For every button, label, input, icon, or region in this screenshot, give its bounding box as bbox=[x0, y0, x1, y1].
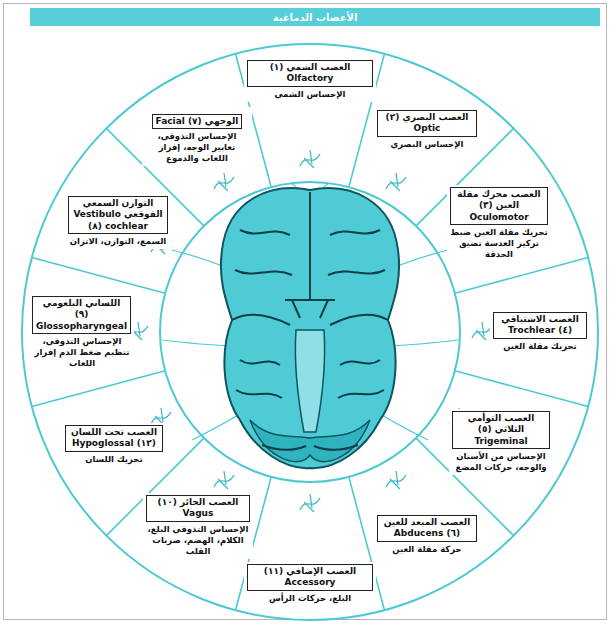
nerve-segment: التوازن السمعي القوقعي Vestibulo cochlea… bbox=[65, 194, 171, 249]
nerve-segment: الوجهي (٧) Facial الإحساس التذوقي، تعابير… bbox=[142, 107, 252, 166]
nerve-function: البلع، حركات الرأس bbox=[247, 593, 373, 604]
nerve-name: العصب التوأمي الثلاثي (٥) Trigeminal bbox=[452, 411, 550, 449]
nerve-segment: العصب الحائر (١٠) Vagusالإحساس التذوقي ا… bbox=[143, 493, 253, 559]
diagram-title: الأعصاب الدماغية bbox=[273, 12, 358, 23]
nerve-segment: العصب الشمي (١) Olfactory الإحساس الشمي bbox=[244, 58, 376, 102]
nerve-segment: العصب الاشتياقي (٤) Trochlear تحريك مقلة … bbox=[490, 310, 590, 354]
nerve-function: تحريك مقلة العين bbox=[493, 341, 587, 352]
nerve-name: العصب الشمي (١) Olfactory bbox=[247, 60, 373, 87]
nerve-function: الإحساس من الأسنان والوجه، حركات المضغ bbox=[452, 451, 550, 473]
wheel bbox=[22, 44, 598, 620]
nerve-function: السمع، التوازن، الاتزان bbox=[68, 236, 168, 247]
nerve-segment: العصب محرك مقلة العين (٣) Oculomotorتحري… bbox=[447, 185, 551, 262]
nerve-name: العصب المبعد للعين (٦) Abducens bbox=[377, 515, 477, 542]
nerve-function: الإحساس التذوقي، تعابير الوجه، إفراز الل… bbox=[145, 131, 249, 164]
nerve-segment: العصب تحت اللسان (١٢) Hypoglossal تحريك ا… bbox=[62, 423, 166, 467]
nerve-segment: اللساني البلعومي (٩) Glossopharyngealالإ… bbox=[30, 294, 134, 371]
nerve-segment: العصب البصري (٢) Optic الإحساس البصري bbox=[374, 108, 480, 152]
nerve-name: اللساني البلعومي (٩) Glossopharyngeal bbox=[32, 296, 131, 334]
nerve-function: تحريك مقلة العين ضبط تركيز العدسة تضيق ا… bbox=[450, 227, 548, 260]
nerve-function: الإحساس التذوقي البلع، الكلام، الهضم، ضر… bbox=[146, 524, 250, 557]
nerve-name: العصب البصري (٢) Optic bbox=[377, 110, 477, 137]
nerve-name: العصب تحت اللسان (١٢) Hypoglossal bbox=[65, 425, 163, 452]
nerve-name: العصب محرك مقلة العين (٣) Oculomotor bbox=[450, 187, 548, 225]
nerve-function: الإحساس التذوقي، تنظيم ضغط الدم إفراز ال… bbox=[33, 336, 131, 369]
nerve-name: العصب الحائر (١٠) Vagus bbox=[146, 495, 250, 522]
title-band: الأعصاب الدماغية bbox=[30, 8, 600, 26]
nerve-function: الإحساس الشمي bbox=[247, 89, 373, 100]
nerve-function: حركة مقلة العين bbox=[377, 544, 477, 555]
nerve-segment: العصب الإضافي (١١) Accessory البلع، حركات… bbox=[244, 562, 376, 606]
nerve-name: العصب الاشتياقي (٤) Trochlear bbox=[493, 312, 587, 339]
nerve-name: العصب الإضافي (١١) Accessory bbox=[247, 564, 373, 591]
nerve-segment: العصب التوأمي الثلاثي (٥) Trigeminalالإح… bbox=[449, 409, 553, 475]
nerve-function: الإحساس البصري bbox=[377, 139, 477, 150]
nerve-function: تحريك اللسان bbox=[65, 454, 163, 465]
nerve-name: الوجهي (٧) Facial bbox=[152, 114, 243, 129]
segment-dividers bbox=[32, 54, 588, 610]
nerve-sketches bbox=[128, 150, 492, 512]
nerve-segment: العصب المبعد للعين (٦) Abducens حركة مقلة… bbox=[374, 513, 480, 557]
brain-drawing bbox=[221, 188, 399, 468]
nerve-name: التوازن السمعي القوقعي Vestibulo cochlea… bbox=[68, 196, 168, 234]
